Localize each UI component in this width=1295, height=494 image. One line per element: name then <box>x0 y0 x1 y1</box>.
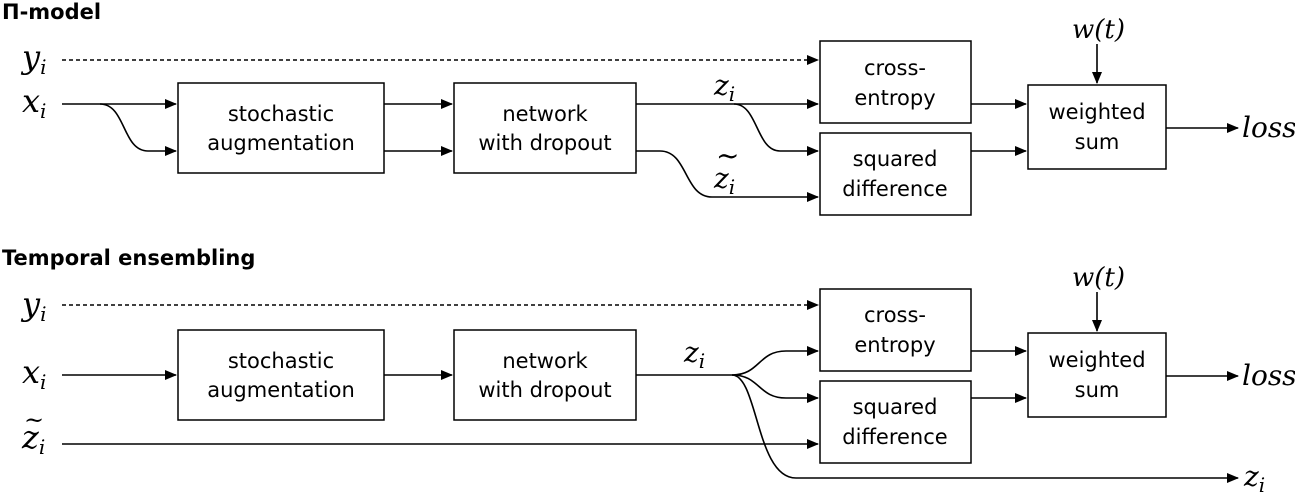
squared-difference-box <box>819 132 972 216</box>
cross-entropy-box <box>819 40 972 124</box>
label-x-i: xi <box>22 82 46 123</box>
pi-model-panel: Π-model yi xi stochastic augmentation ne… <box>2 0 1295 216</box>
weighted-sum-label-1: weighted <box>1048 100 1145 124</box>
stochastic-augmentation-label-2-2: augmentation <box>207 378 355 402</box>
squared-difference-label-1: squared <box>853 147 938 171</box>
stochastic-augmentation-label-1-2: stochastic <box>228 349 334 373</box>
squared-difference-label-2-2: difference <box>842 425 947 449</box>
stochastic-augmentation-box <box>177 82 385 174</box>
z-to-output-arrow-2 <box>731 374 1239 483</box>
loss-label-2: loss <box>1242 359 1295 392</box>
label-z-tilde-i: zi <box>713 162 735 199</box>
stochastic-augmentation-label-1: stochastic <box>228 102 334 126</box>
temporal-ensembling-title: Temporal ensembling <box>2 246 255 270</box>
weighted-sum-label-1-2: weighted <box>1048 348 1145 372</box>
cross-entropy-label-1-2: cross- <box>864 303 926 327</box>
x-to-augmentation-arrow-bottom <box>99 103 177 156</box>
network-with-dropout-label-1-2: network <box>502 349 588 373</box>
label-y-i-2: yi <box>20 285 46 326</box>
weighted-sum-label-2-2: sum <box>1075 378 1120 402</box>
label-z-tilde-i-2: zi <box>21 418 45 459</box>
cross-entropy-label-2: entropy <box>854 86 935 110</box>
network-with-dropout-label-2: with dropout <box>478 131 611 155</box>
network-with-dropout-label-2-2: with dropout <box>478 378 611 402</box>
pi-model-title: Π-model <box>2 0 101 24</box>
weighted-sum-label-2: sum <box>1075 130 1120 154</box>
temporal-ensembling-panel: Temporal ensembling yi xi ~ zi stochasti… <box>2 246 1295 494</box>
label-z-i-2: zi <box>683 336 705 373</box>
z-to-cross-entropy-arrow-2 <box>731 346 819 376</box>
squared-difference-label-2: difference <box>842 177 947 201</box>
loss-label: loss <box>1242 111 1295 144</box>
weight-label-w-t: w(t) <box>1072 15 1125 45</box>
label-y-i: yi <box>20 38 46 79</box>
stochastic-augmentation-label-2: augmentation <box>207 131 355 155</box>
network-with-dropout-box-2 <box>453 329 637 421</box>
weighted-sum-box <box>1027 84 1167 170</box>
cross-entropy-box-2 <box>819 288 972 372</box>
weight-label-w-t-2: w(t) <box>1072 263 1125 293</box>
tilde-mark-2: ~ <box>24 406 44 434</box>
cross-entropy-label-2-2: entropy <box>854 333 935 357</box>
network-with-dropout-label-1: network <box>502 102 588 126</box>
z-to-squared-difference-arrow-2 <box>731 374 819 403</box>
label-x-i-2: xi <box>22 353 46 394</box>
cross-entropy-label-1: cross- <box>864 56 926 80</box>
z-to-squared-difference-arrow <box>733 103 819 156</box>
label-z-i: zi <box>713 69 735 106</box>
squared-difference-box-2 <box>819 380 972 464</box>
stochastic-augmentation-box-2 <box>177 329 385 421</box>
tilde-mark: ~ <box>716 139 739 172</box>
label-z-i-output-2: zi <box>1243 460 1265 494</box>
z-tilde-to-squared-difference-arrow <box>636 150 819 202</box>
squared-difference-label-1-2: squared <box>853 395 938 419</box>
network-with-dropout-box <box>453 82 637 174</box>
weighted-sum-box-2 <box>1027 332 1167 418</box>
